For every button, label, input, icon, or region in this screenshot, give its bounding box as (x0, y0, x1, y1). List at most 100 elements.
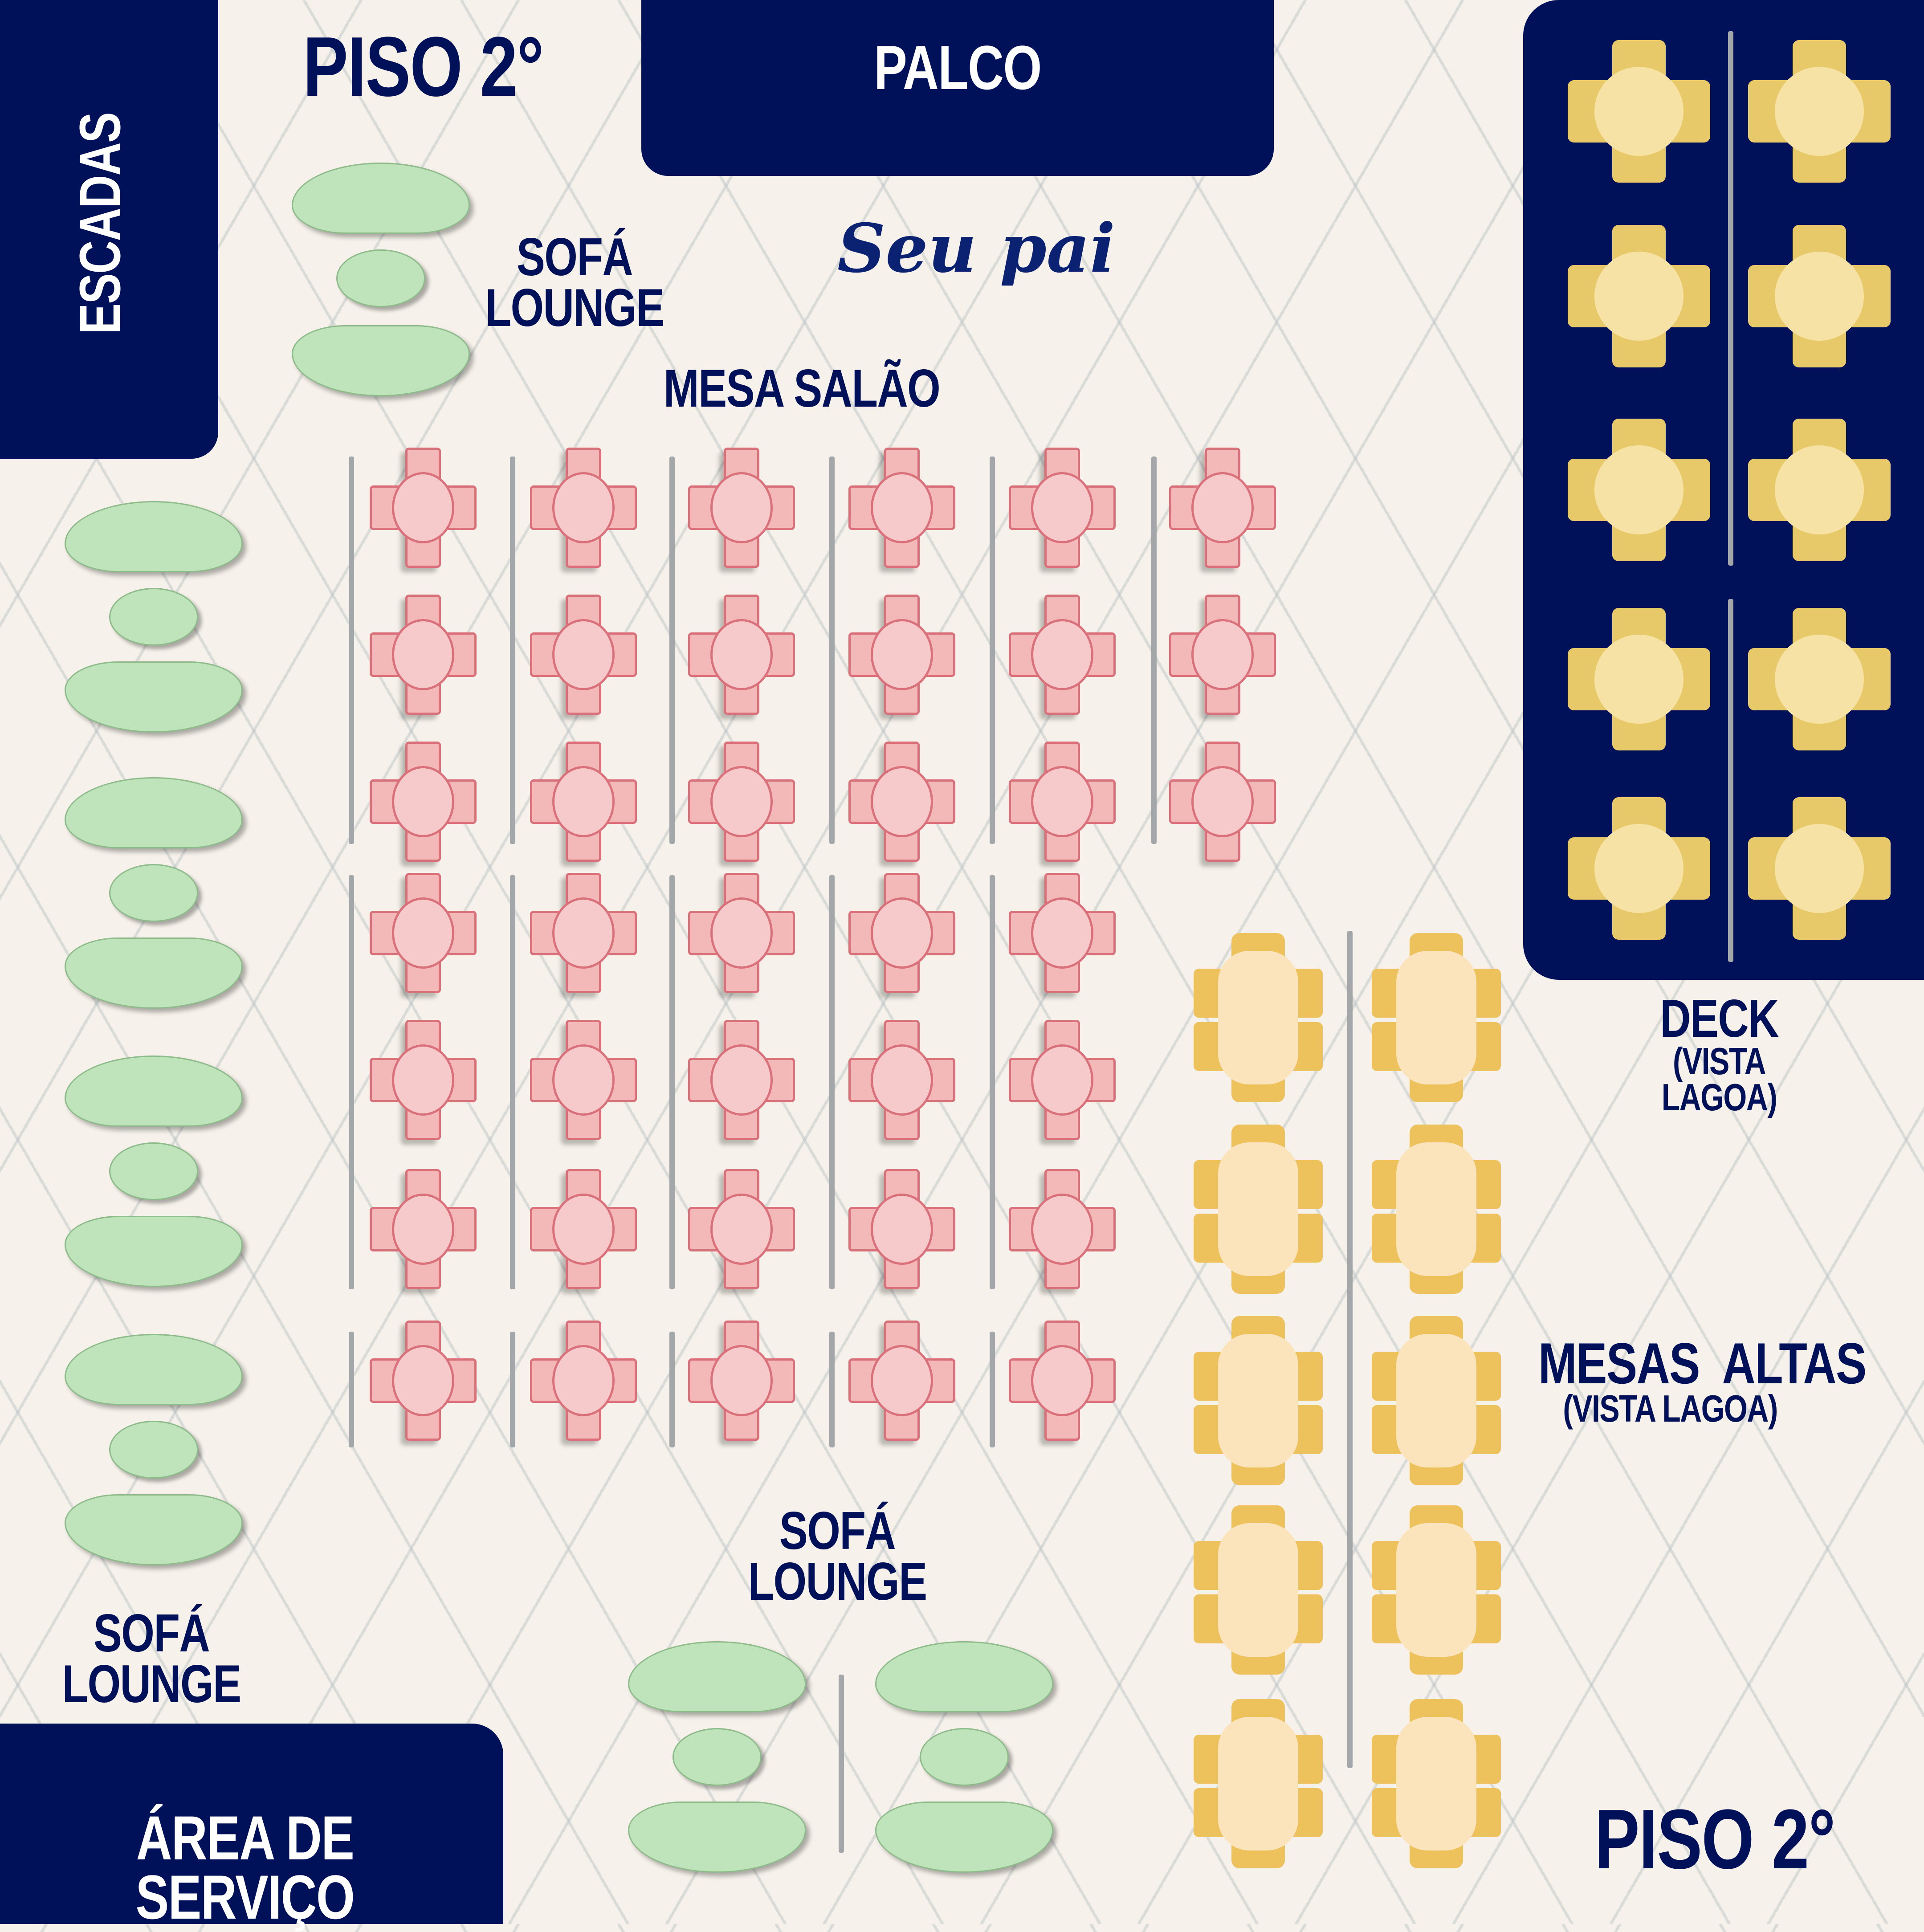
table-pink[interactable] (688, 595, 795, 715)
sofa-label-line1: SOFÁ (93, 1603, 210, 1663)
divider (669, 1332, 675, 1447)
deck-title: DECK (1660, 989, 1779, 1048)
sofa-lounge[interactable] (65, 501, 243, 733)
divider (1151, 457, 1157, 844)
table-pink[interactable] (530, 595, 637, 715)
table-pink[interactable] (530, 873, 637, 993)
table-pink[interactable] (1169, 448, 1276, 568)
table-alta[interactable] (1194, 1505, 1323, 1675)
table-alta[interactable] (1372, 1505, 1501, 1675)
table-deck[interactable] (1748, 419, 1891, 561)
sofa-lounge[interactable] (292, 163, 470, 396)
table-pink[interactable] (370, 448, 477, 568)
sofa-lounge[interactable] (875, 1641, 1053, 1873)
divider (1728, 599, 1733, 962)
table-pink[interactable] (530, 1321, 637, 1441)
divider (829, 457, 835, 844)
table-pink[interactable] (1009, 1169, 1116, 1289)
table-alta[interactable] (1194, 1699, 1323, 1868)
sofa-lounge[interactable] (65, 1056, 243, 1287)
table-pink[interactable] (370, 873, 477, 993)
table-pink[interactable] (1009, 448, 1116, 568)
table-pink[interactable] (848, 1020, 955, 1140)
table-pink[interactable] (688, 1169, 795, 1289)
table-alta[interactable] (1372, 1316, 1501, 1485)
table-pink[interactable] (848, 873, 955, 993)
table-alta[interactable] (1194, 1316, 1323, 1485)
table-pink[interactable] (688, 742, 795, 862)
deck-subtitle: (VISTA LAGOA) (1661, 1040, 1777, 1119)
sofa-label-line2: LOUNGE (62, 1654, 241, 1714)
table-pink[interactable] (688, 1020, 795, 1140)
stairs-label: ESCADAS (67, 113, 133, 334)
mesa-salao-label: MESA SALÃO (663, 359, 941, 418)
table-pink[interactable] (370, 742, 477, 862)
table-pink[interactable] (1009, 1321, 1116, 1441)
table-deck[interactable] (1568, 797, 1710, 940)
table-pink[interactable] (370, 1020, 477, 1140)
sofa-label-line2: LOUNGE (485, 278, 664, 338)
table-deck[interactable] (1568, 419, 1710, 561)
divider (510, 875, 515, 1289)
divider (829, 1332, 835, 1447)
table-pink[interactable] (848, 595, 955, 715)
divider (349, 875, 354, 1289)
table-pink[interactable] (848, 448, 955, 568)
sofa-lounge[interactable] (628, 1641, 806, 1873)
divider (990, 875, 995, 1289)
mesas-altas-title: MESAS ALTAS (1538, 1331, 1867, 1396)
table-deck[interactable] (1568, 225, 1710, 367)
sofa-label-line1: SOFÁ (516, 227, 633, 287)
table-pink[interactable] (370, 595, 477, 715)
table-pink[interactable] (848, 1321, 955, 1441)
table-deck[interactable] (1748, 608, 1891, 750)
table-pink[interactable] (848, 1169, 955, 1289)
sofa-label-line1: SOFÁ (779, 1501, 896, 1561)
mesas-altas-label: MESAS ALTAS (VISTA LAGOA) (1538, 1331, 1867, 1430)
table-pink[interactable] (530, 742, 637, 862)
table-pink[interactable] (530, 448, 637, 568)
divider (669, 875, 675, 1289)
table-alta[interactable] (1194, 1125, 1323, 1294)
table-pink[interactable] (1009, 1020, 1116, 1140)
table-pink[interactable] (1009, 742, 1116, 862)
table-pink[interactable] (688, 1321, 795, 1441)
table-deck[interactable] (1748, 40, 1891, 183)
divider (510, 457, 515, 844)
stairs-block (0, 0, 218, 459)
divider (349, 457, 354, 844)
divider (669, 457, 675, 844)
floor-label-bottom: PISO 2° (1594, 1792, 1835, 1887)
sofa-lounge-label-bottom: SOFÁ LOUNGE (745, 1501, 930, 1608)
table-pink[interactable] (370, 1321, 477, 1441)
sofa-lounge[interactable] (65, 1334, 243, 1565)
table-pink[interactable] (530, 1169, 637, 1289)
table-pink[interactable] (1169, 742, 1276, 862)
divider (990, 1332, 995, 1447)
table-alta[interactable] (1372, 933, 1501, 1102)
table-pink[interactable] (530, 1020, 637, 1140)
table-alta[interactable] (1194, 933, 1323, 1102)
table-pink[interactable] (1169, 595, 1276, 715)
table-deck[interactable] (1748, 797, 1891, 940)
divider (1728, 31, 1733, 566)
divider (990, 457, 995, 844)
table-pink[interactable] (688, 873, 795, 993)
sofa-lounge[interactable] (65, 777, 243, 1009)
table-pink[interactable] (848, 742, 955, 862)
deck-label: DECK (VISTA LAGOA) (1612, 989, 1826, 1119)
table-pink[interactable] (1009, 595, 1116, 715)
divider (349, 1332, 354, 1447)
stage-label: PALCO (874, 33, 1042, 102)
table-deck[interactable] (1748, 225, 1891, 367)
table-alta[interactable] (1372, 1125, 1501, 1294)
divider (829, 875, 835, 1289)
table-pink[interactable] (688, 448, 795, 568)
table-pink[interactable] (1009, 873, 1116, 993)
divider (1347, 931, 1353, 1768)
table-alta[interactable] (1372, 1699, 1501, 1868)
table-pink[interactable] (370, 1169, 477, 1289)
table-deck[interactable] (1568, 608, 1710, 750)
mesas-altas-subtitle: (VISTA LAGOA) (1563, 1387, 1778, 1430)
table-deck[interactable] (1568, 40, 1710, 183)
